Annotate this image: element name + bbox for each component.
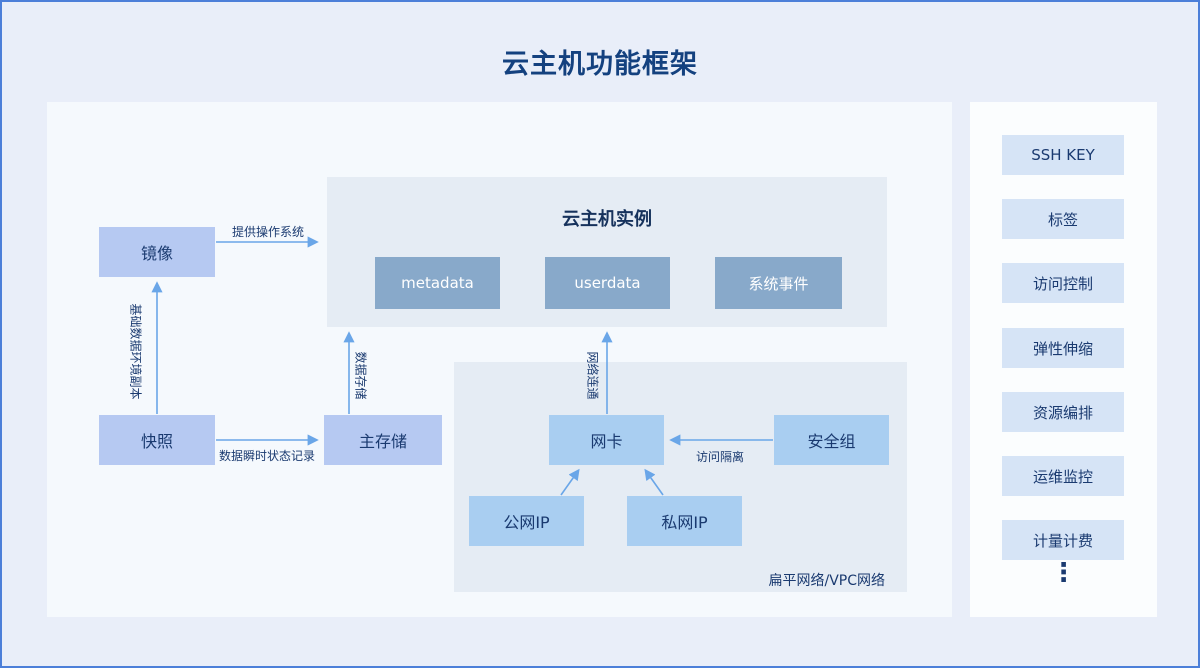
sidebar-item-autoscaling: 弹性伸缩 [1002, 328, 1124, 368]
sidebar-item-ssh-key: SSH KEY [1002, 135, 1124, 175]
network-panel [454, 362, 907, 592]
sidebar-item-monitoring: 运维监控 [1002, 456, 1124, 496]
page-title: 云主机功能框架 [502, 49, 698, 80]
node-main-storage: 主存储 [324, 415, 442, 465]
node-metadata: metadata [375, 257, 500, 309]
node-public-ip: 公网IP [469, 496, 584, 546]
node-image: 镜像 [99, 227, 215, 277]
sidebar-item-orchestration: 资源编排 [1002, 392, 1124, 432]
node-system-events: 系统事件 [715, 257, 842, 309]
instance-panel-title: 云主机实例 [562, 209, 652, 230]
edge-label-data-storage: 数据存储 [353, 351, 368, 400]
edge-label-access-isolation: 访问隔离 [695, 450, 744, 464]
edge-label-provide-os: 提供操作系统 [231, 225, 304, 239]
sidebar-item-billing: 计量计费 [1002, 520, 1124, 560]
node-nic: 网卡 [549, 415, 664, 465]
node-security-group: 安全组 [774, 415, 889, 465]
edge-label-base-copy: 基础数据环境副本 [128, 303, 143, 400]
edge-label-instant-record: 数据瞬时状态记录 [218, 449, 315, 463]
sidebar-item-access-ctrl: 访问控制 [1002, 263, 1124, 303]
node-snapshot: 快照 [99, 415, 215, 465]
node-private-ip: 私网IP [627, 496, 742, 546]
feature-sidebar: SSH KEY 标签 访问控制 弹性伸缩 资源编排 运维监控 计量计费 ⋮ [970, 102, 1157, 617]
sidebar-item-tags: 标签 [1002, 199, 1124, 239]
more-ellipsis-icon: ⋮ [1050, 558, 1077, 588]
network-panel-label: 扁平网络/VPC网络 [768, 573, 885, 589]
node-userdata: userdata [545, 257, 670, 309]
edge-label-network-connect: 网络连通 [585, 351, 600, 400]
